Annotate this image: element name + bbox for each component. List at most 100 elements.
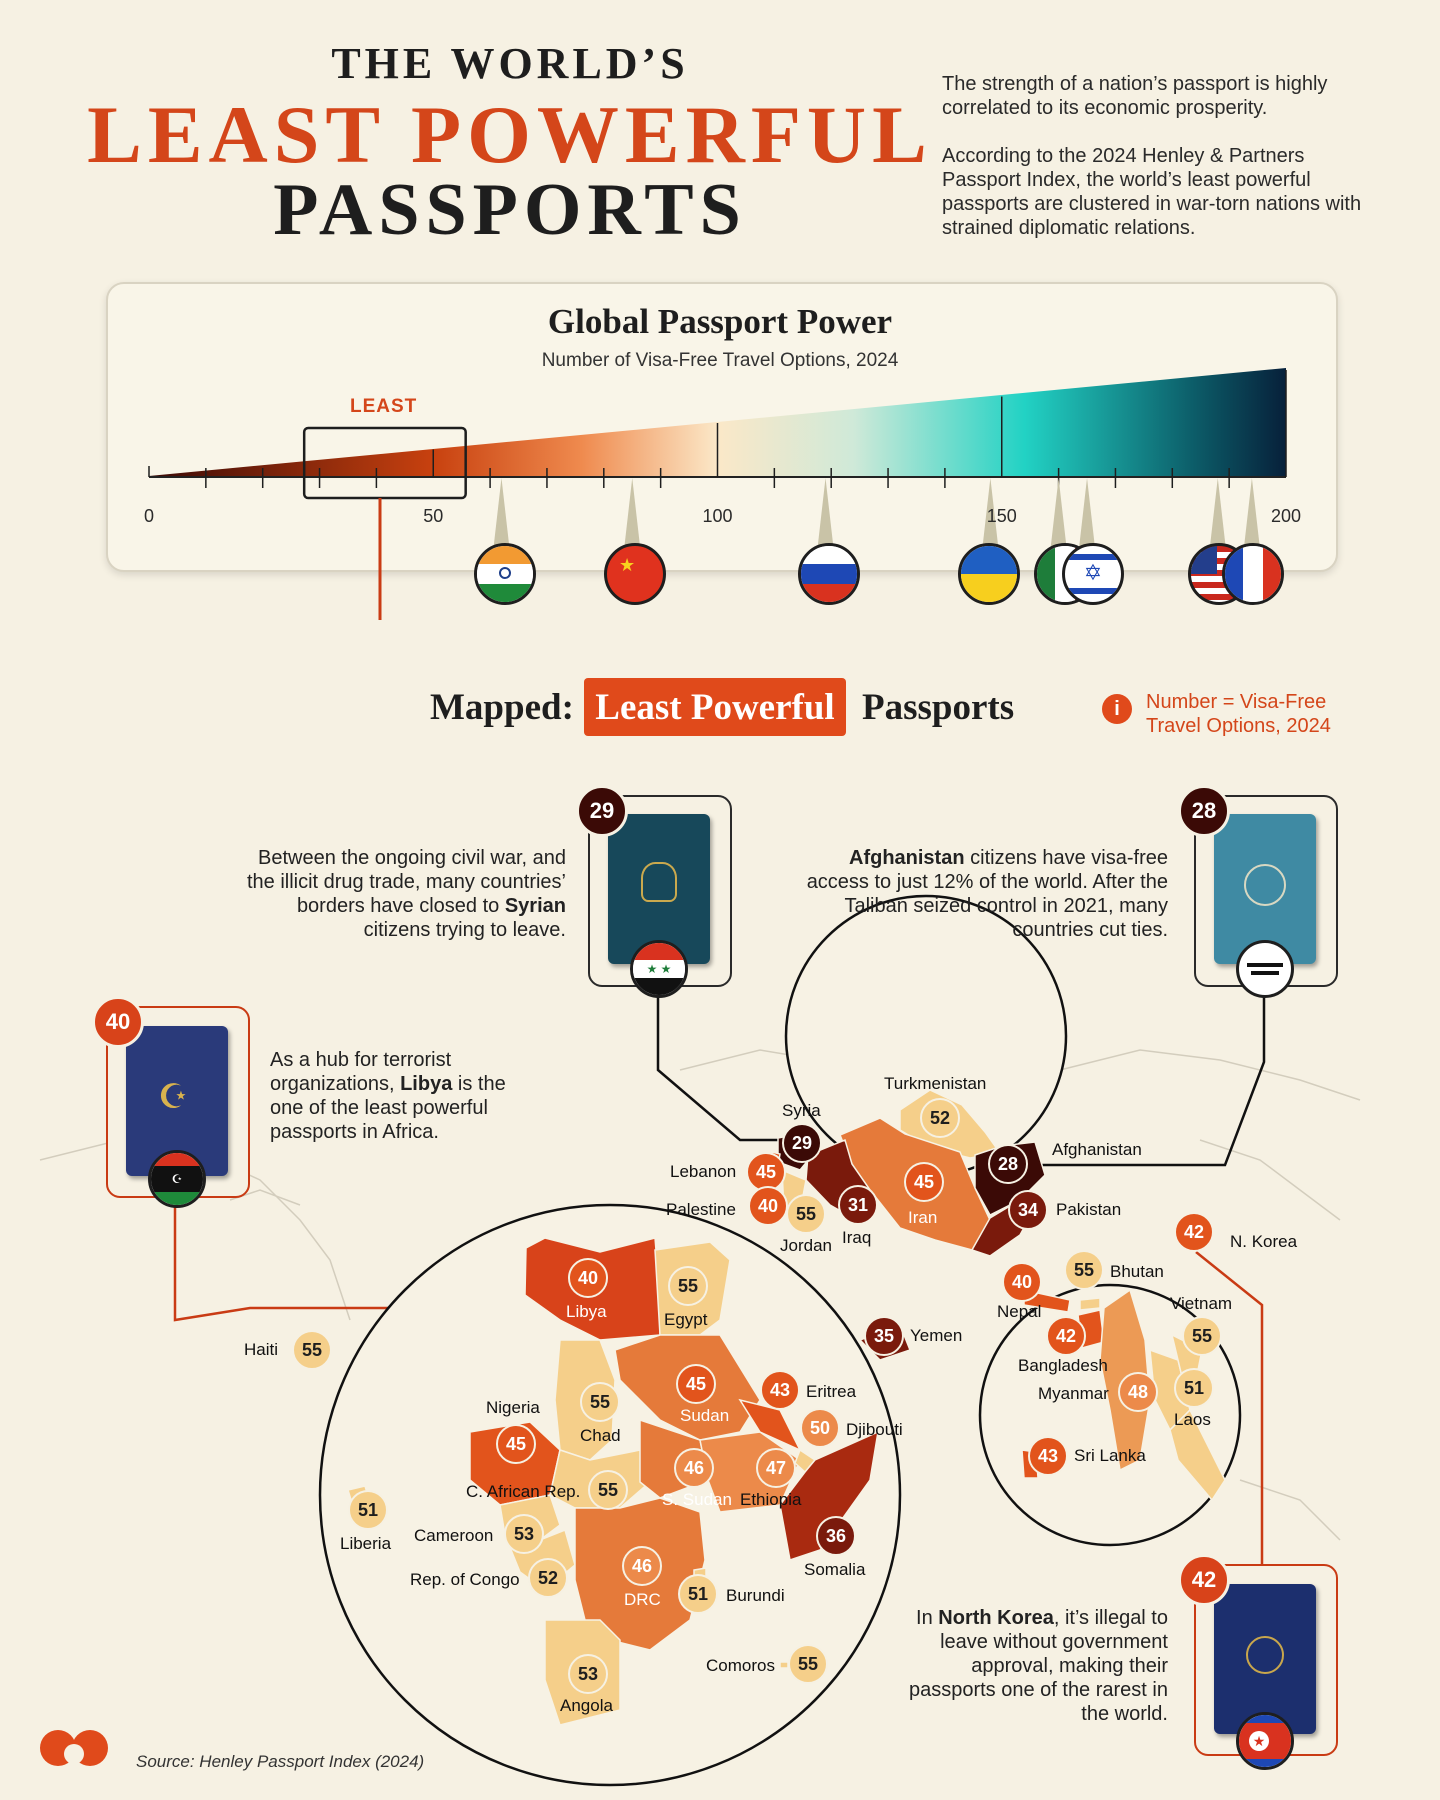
russia-flag-icon: [798, 543, 860, 605]
north-korea-connector-line: [1195, 1251, 1264, 1570]
emblem-icon: [1246, 1636, 1284, 1674]
libya-label: Libya: [566, 1302, 607, 1321]
comoros-label: Comoros: [706, 1656, 775, 1675]
crescent-star-icon: ☪: [158, 1078, 189, 1116]
palestine-value-badge: 40: [748, 1186, 788, 1226]
mapped-heading-left: Mapped:: [430, 687, 574, 728]
passport-power-scale: [148, 368, 1287, 620]
libya-callout-badge: 40: [92, 996, 144, 1048]
yemen-label: Yemen: [910, 1326, 963, 1345]
intro-paragraph-1: The strength of a nation’s passport is h…: [942, 73, 1328, 119]
afghanistan-callout-badge: 28: [1178, 785, 1230, 837]
srilanka-label: Sri Lanka: [1074, 1446, 1146, 1465]
myanmar-label: Myanmar: [1038, 1384, 1109, 1403]
india-flag-icon: [474, 543, 536, 605]
scale-tick-label: 150: [986, 506, 1017, 526]
palestine-label: Palestine: [666, 1200, 736, 1219]
china-flag-icon: ★: [604, 543, 666, 605]
burundi-label: Burundi: [726, 1586, 785, 1605]
flag-pointer: [1209, 478, 1226, 548]
djibouti-value-badge: 50: [800, 1408, 840, 1448]
turkmenistan-value-badge: 52: [920, 1098, 960, 1138]
turkmenistan-label: Turkmenistan: [884, 1074, 987, 1093]
israel-flag-icon: ✡: [1062, 543, 1124, 605]
congo-value-badge: 52: [528, 1558, 568, 1598]
egypt-label: Egypt: [664, 1310, 708, 1329]
somalia-shape: [779, 1430, 879, 1561]
libya-connector-line: [173, 1200, 520, 1322]
visual-capitalist-logo-icon: [34, 1718, 114, 1778]
mapped-highlight-box: [584, 678, 846, 736]
iran-value-badge: 45: [904, 1162, 944, 1202]
eritrea-label: Eritrea: [806, 1382, 857, 1401]
scale-subtitle: Number of Visa-Free Travel Options, 2024: [541, 350, 899, 371]
somalia-label: Somalia: [804, 1560, 866, 1579]
least-range-box: [302, 426, 467, 500]
liberia-value-badge: 51: [348, 1490, 388, 1530]
syria-value-badge: 29: [782, 1123, 822, 1163]
chad-label: Chad: [580, 1426, 621, 1445]
title-line-2: LEAST POWERFUL: [87, 89, 933, 180]
nepal-value-badge: 40: [1002, 1262, 1042, 1302]
nepal-label: Nepal: [997, 1302, 1042, 1321]
cameroon-label: Cameroon: [414, 1526, 494, 1545]
libya-callout-text: As a hub for terrorist organizations, Li…: [270, 1049, 506, 1143]
iraq-value-badge: 31: [838, 1185, 878, 1225]
syria-callout-badge: 29: [576, 785, 628, 837]
eritrea-value-badge: 43: [760, 1370, 800, 1410]
sudan-value-badge: 45: [676, 1364, 716, 1404]
scale-tick-label: 0: [143, 506, 154, 526]
north-korea-passport-icon: [1214, 1584, 1316, 1734]
least-connector-line: [378, 498, 382, 620]
flag-pointer: [982, 478, 999, 548]
afghanistan-connector-line: [1040, 980, 1266, 1167]
yemen-value-badge: 35: [864, 1316, 904, 1356]
syria-flag-icon: ★ ★: [630, 940, 688, 998]
nigeria-label: Nigeria: [486, 1398, 540, 1417]
mapped-heading-right: Passports: [862, 687, 1015, 728]
burundi-value-badge: 51: [678, 1574, 718, 1614]
mapped-heading-highlight: Least Powerful: [595, 687, 835, 728]
flag-pointer: [817, 478, 834, 548]
haiti-label: Haiti: [244, 1340, 279, 1359]
afghanistan-value-badge: 28: [988, 1144, 1028, 1184]
ethiopia-label: Ethiopia: [740, 1490, 802, 1509]
afghanistan-passport-icon: [1214, 814, 1316, 964]
lebanon-value-badge: 45: [746, 1152, 786, 1192]
afghanistan-callout-text: Afghanistan citizens have visa-free acce…: [806, 847, 1168, 941]
laos-value-badge: 51: [1174, 1368, 1214, 1408]
liberia-label: Liberia: [340, 1534, 392, 1553]
pakistan-value-badge: 34: [1008, 1190, 1048, 1230]
angola-value-badge: 53: [568, 1654, 608, 1694]
angola-label: Angola: [560, 1696, 613, 1715]
flag-pointer: [624, 478, 641, 548]
flag-pointer: [493, 478, 510, 548]
bangladesh-label: Bangladesh: [1018, 1356, 1108, 1375]
iraq-label: Iraq: [842, 1228, 872, 1247]
drc-label: DRC: [624, 1590, 661, 1609]
title-line-1: THE WORLD’S: [331, 39, 689, 88]
sudan-label: Sudan: [680, 1406, 730, 1425]
nkorea-label: N. Korea: [1230, 1232, 1298, 1251]
source-citation: Source: Henley Passport Index (2024): [136, 1752, 425, 1771]
syria-label: Syria: [782, 1101, 821, 1120]
egypt-value-badge: 55: [668, 1266, 708, 1306]
libya-flag-icon: ☪: [148, 1150, 206, 1208]
info-icon: i: [1102, 694, 1132, 724]
car-value-badge: 55: [588, 1470, 628, 1510]
scale-tick-label: 100: [702, 506, 733, 526]
drc-value-badge: 46: [622, 1546, 662, 1586]
seal-emblem-icon: [1244, 864, 1286, 906]
afghanistan-label: Afghanistan: [1052, 1140, 1142, 1159]
chad-value-badge: 55: [580, 1382, 620, 1422]
laos-label: Laos: [1174, 1410, 1211, 1429]
djibouti-label: Djibouti: [846, 1420, 903, 1439]
comoros-value-badge: 55: [788, 1644, 828, 1684]
flag-pointer: [1079, 478, 1096, 548]
jordan-value-badge: 55: [786, 1194, 826, 1234]
somalia-value-badge: 36: [816, 1516, 856, 1556]
lebanon-label: Lebanon: [670, 1162, 737, 1181]
bhutan-label: Bhutan: [1110, 1262, 1164, 1281]
vietnam-value-badge: 55: [1182, 1316, 1222, 1356]
least-label: LEAST: [350, 396, 418, 417]
